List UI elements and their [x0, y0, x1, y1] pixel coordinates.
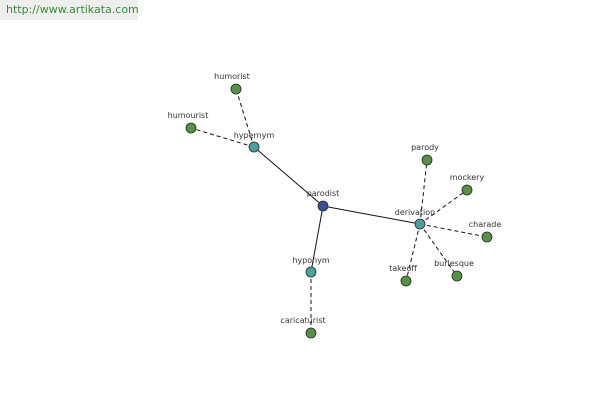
node-label-parody: parody	[411, 143, 439, 152]
node-mockery[interactable]	[461, 184, 473, 196]
node-burlesque[interactable]	[451, 270, 463, 282]
node-takeoff[interactable]	[400, 275, 412, 287]
graph-labels: parodist hypernym derivation hyponym humoris…	[168, 72, 502, 325]
node-derivation[interactable]	[414, 218, 426, 230]
node-label-derivation: derivation	[395, 208, 435, 217]
graph-nodes	[185, 83, 493, 339]
node-label-charade: charade	[469, 220, 502, 229]
node-charade[interactable]	[481, 231, 493, 243]
node-label-humourist: humourist	[168, 111, 209, 120]
edge-parodist-derivation	[322, 205, 421, 225]
node-label-hyponym: hyponym	[292, 256, 330, 265]
node-label-takeoff: takeoff	[389, 264, 417, 273]
node-hypernym[interactable]	[248, 141, 260, 153]
edge-hypernym-humorist	[235, 88, 255, 148]
node-humourist[interactable]	[185, 122, 197, 134]
node-hyponym[interactable]	[305, 266, 317, 278]
edge-derivation-mockery	[419, 189, 468, 225]
node-label-parodist: parodist	[307, 189, 340, 198]
node-label-caricaturist: caricaturist	[280, 316, 325, 325]
edge-derivation-takeoff	[405, 223, 421, 282]
graph-edges	[190, 88, 488, 333]
edge-derivation-charade	[419, 223, 488, 238]
edge-derivation-parody	[419, 159, 428, 225]
edge-derivation-burlesque	[419, 223, 458, 277]
edge-parodist-hypernym	[253, 146, 324, 207]
node-label-mockery: mockery	[450, 173, 485, 182]
site-url-link[interactable]: http://www.artikata.com	[0, 0, 139, 20]
node-parody[interactable]	[421, 154, 433, 166]
node-label-burlesque: burlesque	[434, 259, 474, 268]
node-caricaturist[interactable]	[305, 327, 317, 339]
node-humorist[interactable]	[230, 83, 242, 95]
node-label-humorist: humorist	[214, 72, 250, 81]
node-label-hypernym: hypernym	[234, 131, 275, 140]
edge-hypernym-humourist	[190, 127, 255, 148]
edge-parodist-hyponym	[310, 205, 324, 273]
node-parodist[interactable]	[317, 200, 329, 212]
